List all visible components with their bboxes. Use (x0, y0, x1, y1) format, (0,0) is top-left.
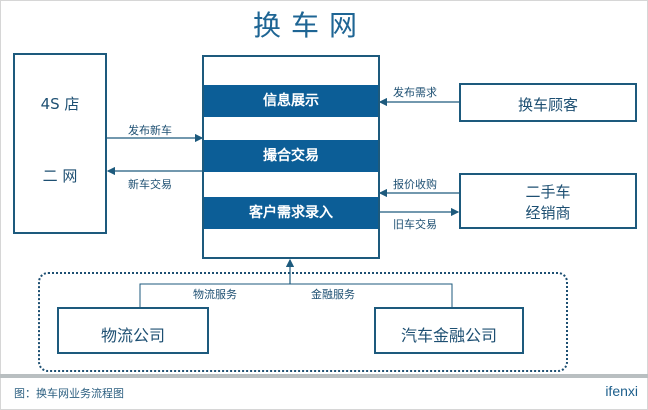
used-car-dealer-box: 二手车 经销商 (459, 173, 637, 229)
label-logistics-company: 物流公司 (100, 326, 165, 345)
label-new-car-trade: 新车交易 (128, 178, 172, 191)
label-customer: 换车顾客 (517, 96, 578, 114)
finance-company-box: 汽车金融公司 (374, 307, 524, 354)
services-region (38, 272, 568, 372)
dealer-4s-box: 4S 店 二 网 (13, 53, 107, 234)
label-quote-purchase: 报价收购 (393, 178, 437, 191)
figure-caption: 图：换车网业务流程图 (14, 387, 124, 400)
label-dealer-line1: 二手车 (525, 183, 571, 201)
customer-box: 换车顾客 (459, 83, 637, 122)
footer-divider (0, 374, 648, 378)
band-demand-entry: 客户需求录入 (204, 197, 378, 229)
label-finance-company: 汽车金融公司 (400, 326, 497, 345)
label-finance-service: 金融服务 (311, 288, 355, 301)
label-logistics-service: 物流服务 (193, 288, 237, 301)
label-dealer-line2: 经销商 (525, 204, 571, 222)
band-info-display: 信息展示 (204, 85, 378, 117)
label-used-car-trade: 旧车交易 (393, 218, 437, 231)
band-matchmaking: 撮合交易 (204, 140, 378, 172)
label-second-network: 二 网 (42, 167, 78, 185)
platform-box: 信息展示 撮合交易 客户需求录入 (202, 55, 380, 259)
service-connector (139, 283, 453, 308)
logistics-company-box: 物流公司 (57, 307, 209, 354)
label-publish-new-car: 发布新车 (128, 124, 172, 137)
label-publish-demand: 发布需求 (393, 86, 437, 99)
label-4s-store: 4S 店 (40, 95, 80, 113)
ifenxi-logo: ifenxi (605, 383, 638, 399)
diagram-title: 换车网 (252, 9, 367, 42)
